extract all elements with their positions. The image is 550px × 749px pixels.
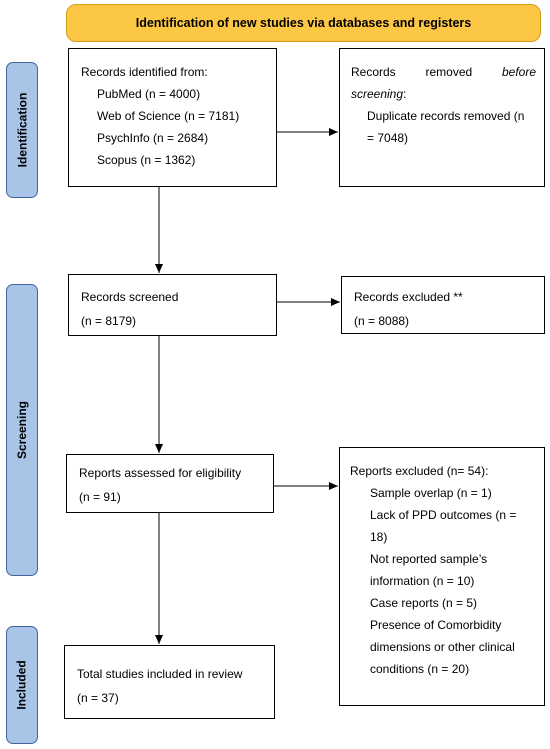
records-excluded-count: (n = 8088) xyxy=(354,314,410,328)
reports-assessed-box: Reports assessed for eligibility (n = 91… xyxy=(66,454,274,513)
reports-excluded-box: Reports excluded (n= 54): Sample overlap… xyxy=(339,447,545,706)
records-identified-box: Records identified from: PubMed (n = 400… xyxy=(68,48,277,187)
removed-colon: : xyxy=(403,87,407,101)
reason-comorbidity-line-2: dimensions or other clinical xyxy=(370,640,515,654)
removed-word-screening: screening xyxy=(351,87,404,101)
reason-not-reported-line-2: information (n = 10) xyxy=(370,574,475,588)
reason-comorbidity-line-3: conditions (n = 20) xyxy=(370,662,470,676)
reason-case-reports: Case reports (n = 5) xyxy=(370,596,478,610)
removed-word-removed: removed xyxy=(425,65,473,79)
reason-sample-overlap: Sample overlap (n = 1) xyxy=(370,486,492,500)
reason-comorbidity-line-1: Presence of Comorbidity xyxy=(370,618,502,632)
reason-not-reported-line-1: Not reported sample’s xyxy=(370,552,488,566)
studies-included-count: (n = 37) xyxy=(77,691,119,705)
diagram-title: Identification of new studies via databa… xyxy=(66,4,541,42)
records-excluded-box: Records excluded ** (n = 8088) xyxy=(341,276,545,334)
duplicates-removed-line-2: = 7048) xyxy=(367,131,409,145)
removed-word-records: Records xyxy=(351,65,396,79)
records-screened-count: (n = 8179) xyxy=(81,314,137,328)
removed-word-before: before xyxy=(501,65,536,79)
reports-assessed-count: (n = 91) xyxy=(79,490,121,504)
records-screened-box: Records screened (n = 8179) xyxy=(68,274,277,336)
reports-excluded-heading: Reports excluded (n= 54): xyxy=(350,464,489,478)
reason-lack-ppd-line-1: Lack of PPD outcomes (n = xyxy=(370,508,517,522)
source-pubmed: PubMed (n = 4000) xyxy=(97,87,201,101)
stage-identification: Identification xyxy=(6,62,38,198)
reports-assessed-label: Reports assessed for eligibility xyxy=(79,466,242,480)
studies-included-box: Total studies included in review (n = 37… xyxy=(64,645,275,719)
records-removed-box: Records removed before screening: Duplic… xyxy=(339,48,545,187)
stage-included: Included xyxy=(6,626,38,744)
source-psychinfo: PsychInfo (n = 2684) xyxy=(97,131,209,145)
stage-screening: Screening xyxy=(6,284,38,576)
records-identified-heading: Records identified from: xyxy=(81,65,208,79)
studies-included-label: Total studies included in review xyxy=(77,667,243,681)
source-web-of-science: Web of Science (n = 7181) xyxy=(97,109,240,123)
diagram-title-text: Identification of new studies via databa… xyxy=(135,16,472,30)
reason-lack-ppd-line-2: 18) xyxy=(370,530,388,544)
source-scopus: Scopus (n = 1362) xyxy=(97,153,196,167)
duplicates-removed-line-1: Duplicate records removed (n xyxy=(367,109,525,123)
records-screened-label: Records screened xyxy=(81,290,179,304)
records-excluded-label: Records excluded ** xyxy=(354,290,463,304)
